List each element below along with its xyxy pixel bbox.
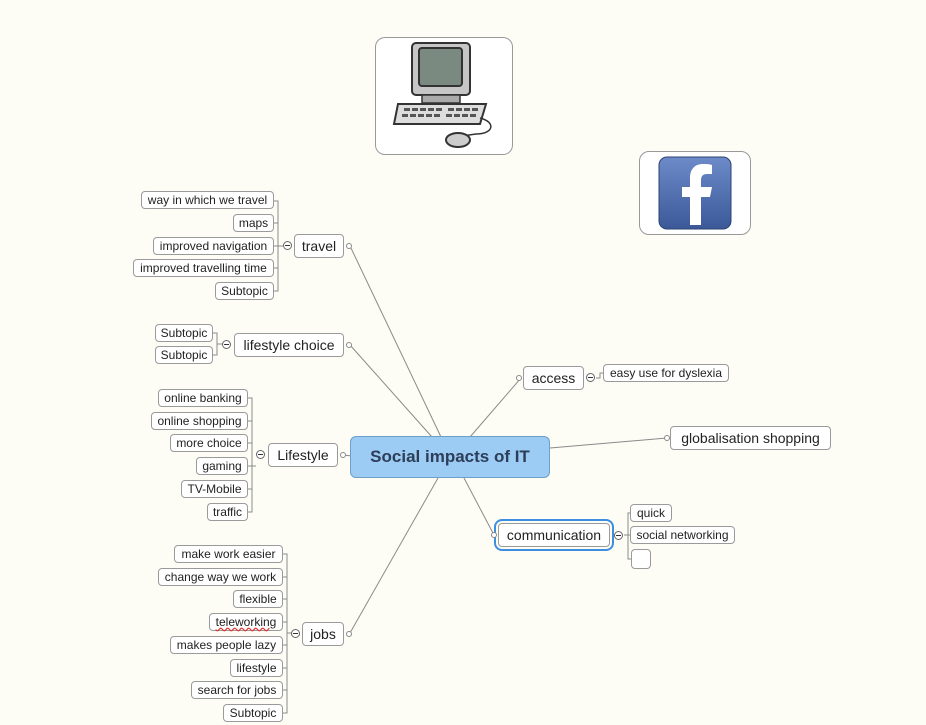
subtopic-item[interactable]: Subtopic — [223, 704, 283, 722]
collapse-communication-icon[interactable] — [614, 531, 623, 540]
computer-icon — [392, 42, 492, 148]
subtopic-item[interactable]: teleworking — [209, 613, 283, 631]
subtopic-item[interactable]: quick — [630, 504, 672, 522]
connection-point-icon — [340, 452, 346, 458]
subtopic-item[interactable]: easy use for dyslexia — [603, 364, 729, 382]
topic-communication[interactable]: communication — [494, 519, 614, 551]
subtopic-item[interactable]: maps — [233, 214, 274, 232]
subtopic-item[interactable]: online shopping — [151, 412, 248, 430]
topic-lifestyle-choice[interactable]: lifestyle choice — [234, 333, 344, 357]
subtopic-item[interactable]: social networking — [630, 526, 735, 544]
connection-point-icon — [516, 375, 522, 381]
subtopic-item[interactable]: traffic — [207, 503, 248, 521]
subtopic-item[interactable]: improved travelling time — [133, 259, 274, 277]
facebook-icon — [658, 156, 732, 230]
computer-image-node[interactable] — [375, 37, 513, 155]
subtopic-item[interactable]: online banking — [158, 389, 248, 407]
topic-lifestyle[interactable]: Lifestyle — [268, 443, 338, 467]
collapse-travel-icon[interactable] — [283, 241, 292, 250]
subtopic-item[interactable]: make work easier — [174, 545, 283, 563]
subtopic-item[interactable]: makes people lazy — [170, 636, 283, 654]
subtopic-item[interactable]: lifestyle — [230, 659, 283, 677]
connection-point-icon — [664, 435, 670, 441]
topic-access[interactable]: access — [523, 366, 584, 390]
empty-subtopic[interactable] — [631, 549, 651, 569]
subtopic-item[interactable]: change way we work — [158, 568, 283, 586]
topic-globalisation-shopping[interactable]: globalisation shopping — [670, 426, 831, 450]
subtopic-item[interactable]: gaming — [196, 457, 248, 475]
subtopic-item[interactable]: Subtopic — [155, 346, 213, 364]
collapse-access-icon[interactable] — [586, 373, 595, 382]
connection-point-icon — [346, 243, 352, 249]
topic-jobs[interactable]: jobs — [302, 622, 344, 646]
subtopic-item[interactable]: Subtopic — [215, 282, 274, 300]
topic-travel[interactable]: travel — [294, 234, 344, 258]
connection-point-icon — [346, 631, 352, 637]
central-topic[interactable]: Social impacts of IT — [350, 436, 550, 478]
subtopic-item[interactable]: flexible — [233, 590, 283, 608]
subtopic-item[interactable]: way in which we travel — [141, 191, 274, 209]
collapse-lifestyle-choice-icon[interactable] — [222, 340, 231, 349]
subtopic-item[interactable]: Subtopic — [155, 324, 213, 342]
subtopic-item[interactable]: improved navigation — [153, 237, 274, 255]
subtopic-item[interactable]: TV-Mobile — [181, 480, 248, 498]
connection-point-icon — [491, 532, 497, 538]
collapse-lifestyle-icon[interactable] — [256, 450, 265, 459]
facebook-image-node[interactable] — [639, 151, 751, 235]
collapse-jobs-icon[interactable] — [291, 629, 300, 638]
connection-point-icon — [346, 342, 352, 348]
subtopic-item[interactable]: search for jobs — [191, 681, 283, 699]
subtopic-item[interactable]: more choice — [170, 434, 248, 452]
